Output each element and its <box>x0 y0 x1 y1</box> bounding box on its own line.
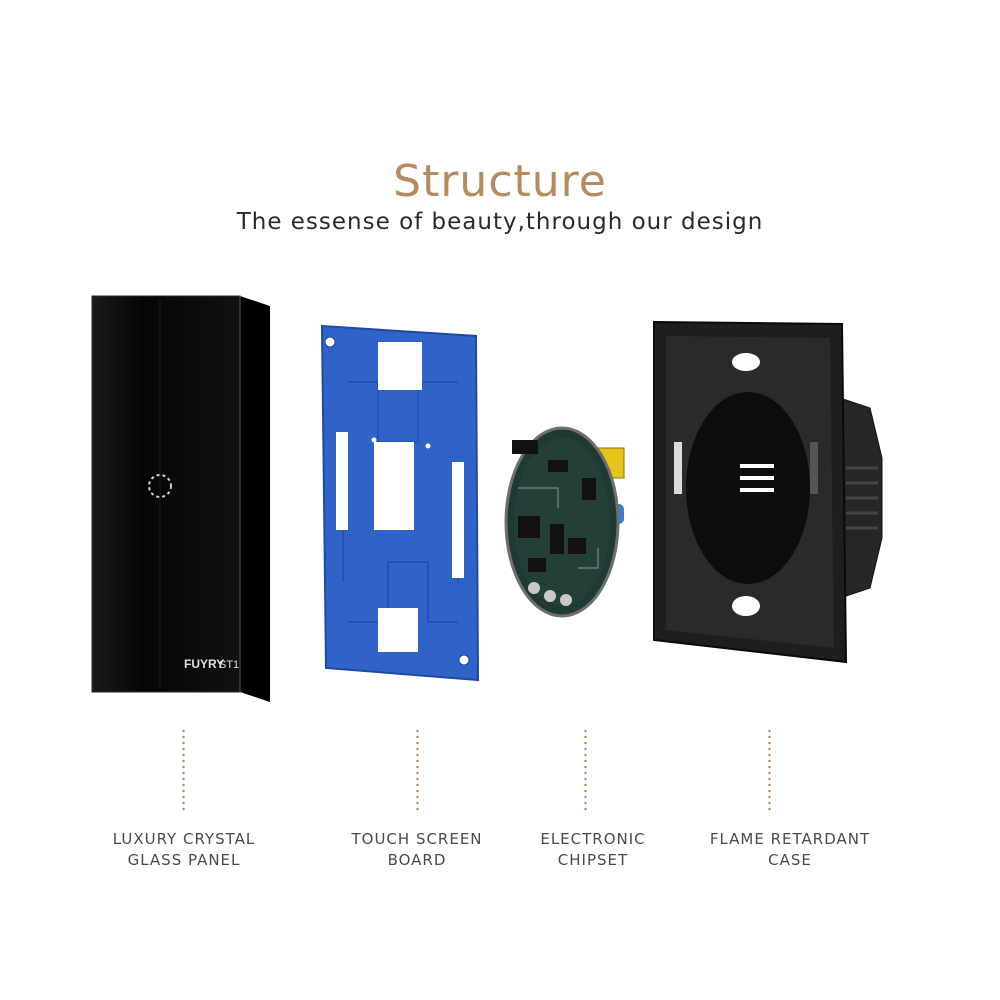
case-image <box>653 320 883 664</box>
label-line-1: TOUCH SCREEN <box>351 830 483 848</box>
label-line-2: CHIPSET <box>557 851 629 869</box>
panel-logo: FUYRY <box>184 657 224 671</box>
label-line-2: BOARD <box>387 851 447 869</box>
chipset-image <box>504 426 625 618</box>
label-line-1: LUXURY CRYSTAL <box>112 830 256 848</box>
touch-board-image <box>320 324 480 682</box>
connector-dots-chipset <box>584 728 587 812</box>
connector-dots-board <box>416 728 419 812</box>
connector-dots-case <box>768 728 771 812</box>
page-title: Structure <box>393 156 607 207</box>
label-line-1: FLAME RETARDANT <box>709 830 871 848</box>
label-touch-board: TOUCH SCREEN BOARD <box>307 829 527 871</box>
label-glass-panel: LUXURY CRYSTAL GLASS PANEL <box>74 829 294 871</box>
label-chipset: ELECTRONIC CHIPSET <box>483 829 703 871</box>
label-case: FLAME RETARDANT CASE <box>680 829 900 871</box>
label-line-2: CASE <box>768 851 812 869</box>
connector-dots-panel <box>182 728 185 812</box>
panel-model: ST1 <box>219 659 239 671</box>
glass-panel-image: FUYRY ST1 <box>91 295 270 702</box>
page-subtitle: The essense of beauty,through our design <box>236 209 764 235</box>
touch-ring-icon <box>148 474 172 498</box>
label-line-1: ELECTRONIC <box>540 830 646 848</box>
label-line-2: GLASS PANEL <box>127 851 241 869</box>
